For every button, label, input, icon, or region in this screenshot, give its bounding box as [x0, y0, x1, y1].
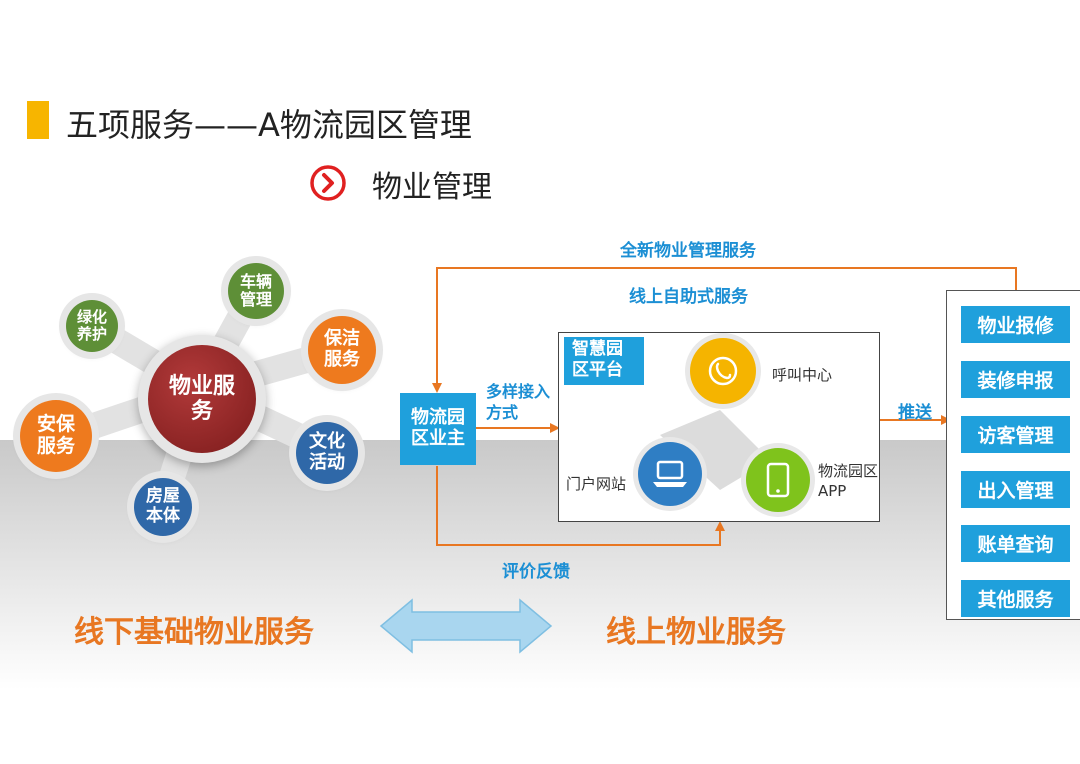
app-label: 物流园区APP [818, 462, 879, 500]
hub-center-label: 物业服务 [168, 373, 235, 424]
owner-box: 物流园区业主 [400, 393, 476, 465]
label-access-methods: 多样接入方式 [486, 382, 551, 422]
hub-item-greening: 绿化养护 [66, 300, 118, 352]
portal-label: 门户网站 [566, 475, 627, 493]
title-accent-bar [27, 101, 49, 139]
section-subtitle: 物业管理 [372, 170, 492, 205]
portal-node [638, 442, 702, 506]
service-other: 其他服务 [961, 580, 1070, 617]
service-repair: 物业报修 [961, 306, 1070, 343]
hub-center-inner: 物业服务 [148, 345, 256, 453]
service-visitor: 访客管理 [961, 416, 1070, 453]
hub-item-vehicle: 车辆管理 [228, 263, 284, 319]
hub-item-culture: 文化活动 [296, 422, 358, 484]
chevron-circle-icon [310, 165, 346, 201]
service-bill: 账单查询 [961, 525, 1070, 562]
platform-title: 智慧园区平台 [564, 337, 644, 385]
platform-connector [660, 410, 770, 490]
service-renovation: 装修申报 [961, 361, 1070, 398]
hub-center: 物业服务 [138, 335, 266, 463]
laptop-icon [653, 460, 687, 487]
phone-icon [708, 356, 738, 386]
online-services-label: 线上物业服务 [606, 615, 786, 650]
label-feedback: 评价反馈 [502, 562, 570, 582]
service-access: 出入管理 [961, 471, 1070, 508]
label-new-management: 全新物业管理服务 [620, 241, 756, 261]
services-panel [946, 290, 1080, 620]
hub-item-security: 安保服务 [20, 400, 92, 472]
double-arrow-icon [379, 598, 553, 654]
slide-title: 五项服务——A物流园区管理 [66, 106, 472, 144]
owner-label: 物流园区业主 [411, 407, 465, 449]
app-node [746, 448, 810, 512]
hub-item-housing: 房屋本体 [134, 478, 192, 536]
offline-services-label: 线下基础物业服务 [74, 615, 314, 650]
hub-item-cleaning: 保洁服务 [308, 316, 376, 384]
call-center-label: 呼叫中心 [772, 366, 833, 384]
label-self-service: 线上自助式服务 [629, 287, 748, 307]
call-center-node [690, 338, 756, 404]
tablet-icon [766, 462, 790, 498]
label-push: 推送 [898, 403, 932, 423]
